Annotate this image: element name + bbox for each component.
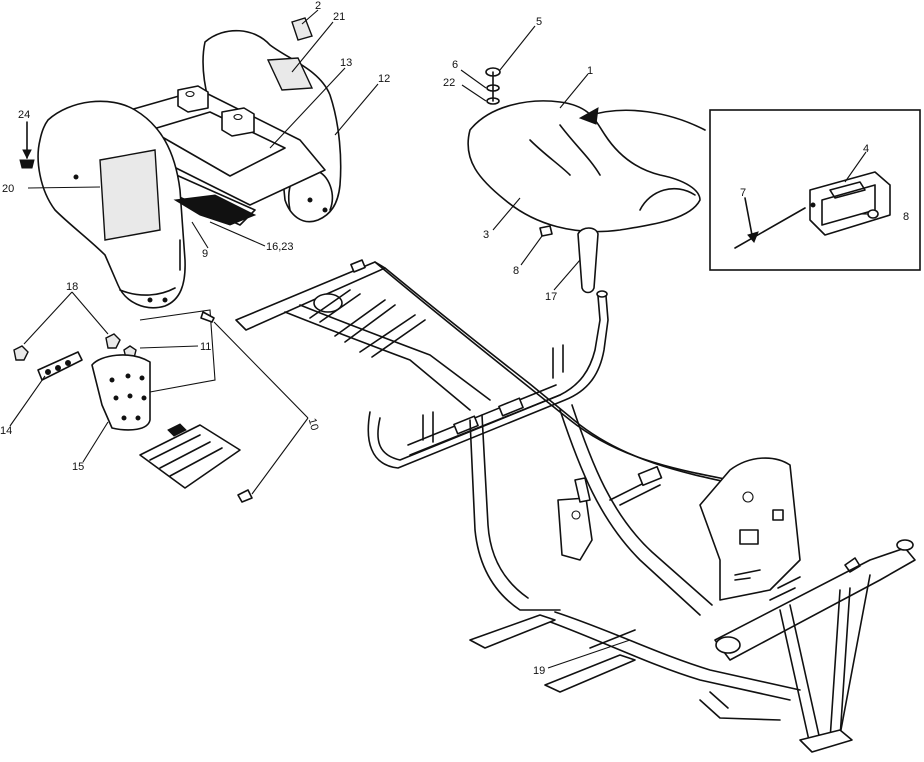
label-16-23: 16,23 (266, 241, 294, 253)
inset-box (709, 109, 921, 271)
label-20: 20 (2, 183, 14, 195)
label-1: 1 (587, 65, 593, 77)
label-22: 22 (443, 77, 455, 89)
mudflap-assembly (13, 309, 253, 503)
callout-labels: 1 2 3 4 5 6 7 8 8 9 10 11 12 13 14 15 16… (0, 0, 909, 677)
rear-fender (19, 17, 342, 309)
decal-left (99, 149, 161, 241)
label-21: 21 (333, 11, 345, 23)
label-17: 17 (545, 291, 557, 303)
label-3: 3 (483, 229, 489, 241)
label-18: 18 (66, 281, 78, 293)
frame (235, 227, 916, 753)
label-13: 13 (340, 57, 352, 69)
label-5: 5 (536, 16, 542, 28)
label-2: 2 (315, 0, 321, 12)
label-10: 10 (306, 417, 321, 432)
label-12: 12 (378, 73, 390, 85)
label-19: 19 (533, 665, 545, 677)
label-9: 9 (202, 248, 208, 260)
seat-hardware (485, 67, 501, 105)
decal-right (266, 57, 314, 91)
seat (467, 100, 706, 237)
leader-lines (9, 9, 868, 669)
label-8-seat: 8 (513, 265, 519, 277)
decal-small (291, 17, 313, 41)
label-6: 6 (452, 59, 458, 71)
label-14: 14 (0, 425, 12, 437)
label-4: 4 (863, 143, 869, 155)
label-7: 7 (740, 187, 746, 199)
push-fastener (19, 159, 35, 169)
label-8-inset: 8 (903, 211, 909, 223)
label-24: 24 (18, 109, 30, 121)
label-11: 11 (200, 341, 211, 353)
label-15: 15 (72, 461, 84, 473)
